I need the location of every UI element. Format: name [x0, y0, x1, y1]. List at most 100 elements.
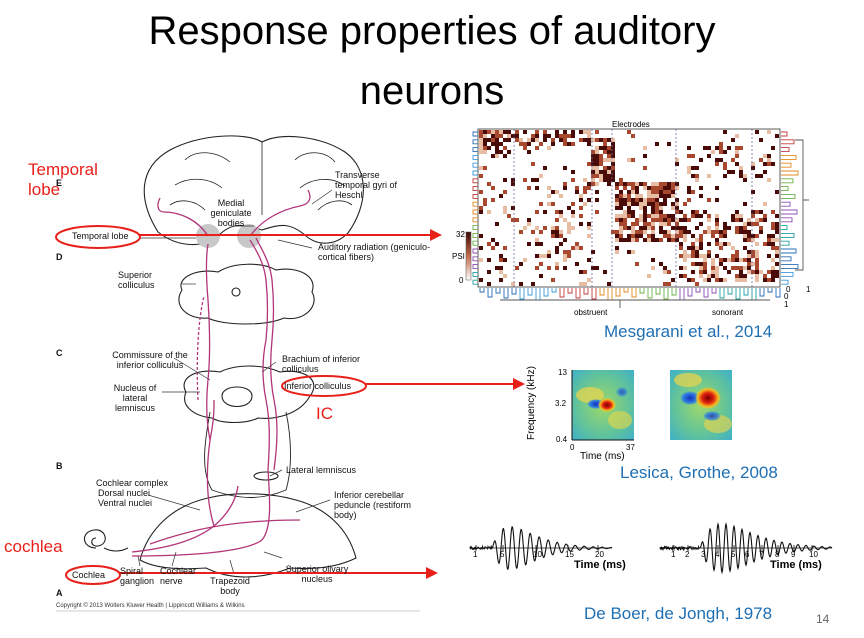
- dendrogram-branch: [781, 154, 797, 160]
- heatmap-cell: [763, 242, 767, 246]
- heatmap-cell: [523, 142, 527, 146]
- heatmap-cell: [663, 198, 667, 202]
- heatmap-cell: [567, 230, 571, 234]
- heatmap-cell: [499, 150, 503, 154]
- heatmap-cell: [683, 226, 687, 230]
- heatmap-cell: [543, 134, 547, 138]
- dendrogram-branch: [575, 288, 581, 299]
- heatmap-cell: [579, 214, 583, 218]
- heatmap-cell: [503, 190, 507, 194]
- waveform-tick-label: 4: [715, 550, 720, 559]
- heatmap-cell: [771, 210, 775, 214]
- heatmap-cell: [655, 198, 659, 202]
- heatmap-cell: [511, 206, 515, 210]
- heatmap-cell: [683, 238, 687, 242]
- heatmap-cell: [587, 142, 591, 146]
- heatmap-cell: [627, 198, 631, 202]
- heatmap-cell: [627, 226, 631, 230]
- arrow-temporal: [430, 229, 442, 241]
- heatmap-cell: [487, 146, 491, 150]
- heatmap-cell: [623, 194, 627, 198]
- heatmap-cell: [735, 134, 739, 138]
- heatmap-cell: [623, 210, 627, 214]
- heatmap-cell: [643, 198, 647, 202]
- dendrogram-branch: [687, 288, 693, 297]
- heatmap-cell: [703, 270, 707, 274]
- heatmap-cell: [723, 222, 727, 226]
- heatmap-cell: [743, 202, 747, 206]
- heatmap-cell: [667, 218, 671, 222]
- heatmap-cell: [699, 270, 703, 274]
- heatmap-cell: [487, 242, 491, 246]
- heatmap-cell: [723, 242, 727, 246]
- heatmap-cell: [627, 210, 631, 214]
- right-axis-0: 0: [786, 285, 791, 294]
- heatmap-cell: [707, 174, 711, 178]
- heatmap-cell: [587, 234, 591, 238]
- heatmap-cell: [651, 226, 655, 230]
- heatmap-cell: [735, 214, 739, 218]
- heatmap-cell: [495, 222, 499, 226]
- heatmap-cell: [731, 246, 735, 250]
- heatmap-cell: [755, 234, 759, 238]
- heatmap-cell: [763, 170, 767, 174]
- dendrogram-branch: [743, 288, 749, 296]
- phoneme-dendrogram-left: [472, 131, 478, 285]
- heatmap-cell: [599, 178, 603, 182]
- heatmap-cell: [695, 238, 699, 242]
- heatmap-cell: [731, 214, 735, 218]
- heatmap-cell: [663, 202, 667, 206]
- heatmap-cell: [479, 138, 483, 142]
- heatmap-cell: [751, 190, 755, 194]
- label-dorsal-nuclei: Dorsal nuclei: [98, 488, 151, 498]
- heatmap-cell: [631, 238, 635, 242]
- heatmap-cell: [739, 270, 743, 274]
- heatmap-cell: [527, 150, 531, 154]
- heatmap-cell: [579, 138, 583, 142]
- heatmap-cell: [567, 206, 571, 210]
- heatmap-cell: [603, 270, 607, 274]
- heatmap-cell: [767, 234, 771, 238]
- heatmap-cell: [715, 238, 719, 242]
- heatmap-cell: [659, 262, 663, 266]
- heatmap-cell: [759, 230, 763, 234]
- heatmap-cell: [671, 278, 675, 282]
- heatmap-cell: [619, 178, 623, 182]
- heatmap-cell: [759, 210, 763, 214]
- heatmap-cell: [583, 130, 587, 134]
- heatmap-cell: [623, 214, 627, 218]
- heatmap-cell: [647, 214, 651, 218]
- heatmap-cell: [539, 142, 543, 146]
- heatmap-cell: [715, 230, 719, 234]
- heatmap-cell: [683, 218, 687, 222]
- heatmap-cell: [687, 170, 691, 174]
- strf-xtick-37: 37: [626, 443, 635, 452]
- heatmap-cell: [595, 266, 599, 270]
- heatmap-cell: [731, 258, 735, 262]
- heatmap-cell: [663, 282, 667, 286]
- heatmap-cell: [535, 266, 539, 270]
- heatmap-cell: [627, 214, 631, 218]
- heatmap-cell: [671, 226, 675, 230]
- heatmap-cell: [695, 262, 699, 266]
- heatmap-cell: [519, 138, 523, 142]
- heatmap-cell: [623, 222, 627, 226]
- waveform-tick-label: 2: [685, 550, 690, 559]
- heatmap-cell: [667, 190, 671, 194]
- heatmap-cell: [719, 242, 723, 246]
- heatmap-cell: [575, 186, 579, 190]
- heatmap-cell: [479, 134, 483, 138]
- heatmap-cell: [763, 278, 767, 282]
- heatmap-cell: [651, 214, 655, 218]
- heatmap-cell: [487, 258, 491, 262]
- heatmap-cell: [635, 186, 639, 190]
- label-ventral-nuclei: Ventral nuclei: [98, 498, 153, 508]
- heatmap-cell: [627, 158, 631, 162]
- heatmap-cell: [527, 138, 531, 142]
- heatmap-cell: [543, 130, 547, 134]
- heatmap-cell: [735, 250, 739, 254]
- heatmap-cell: [495, 130, 499, 134]
- heatmap-cell: [583, 138, 587, 142]
- heatmap-cell: [603, 142, 607, 146]
